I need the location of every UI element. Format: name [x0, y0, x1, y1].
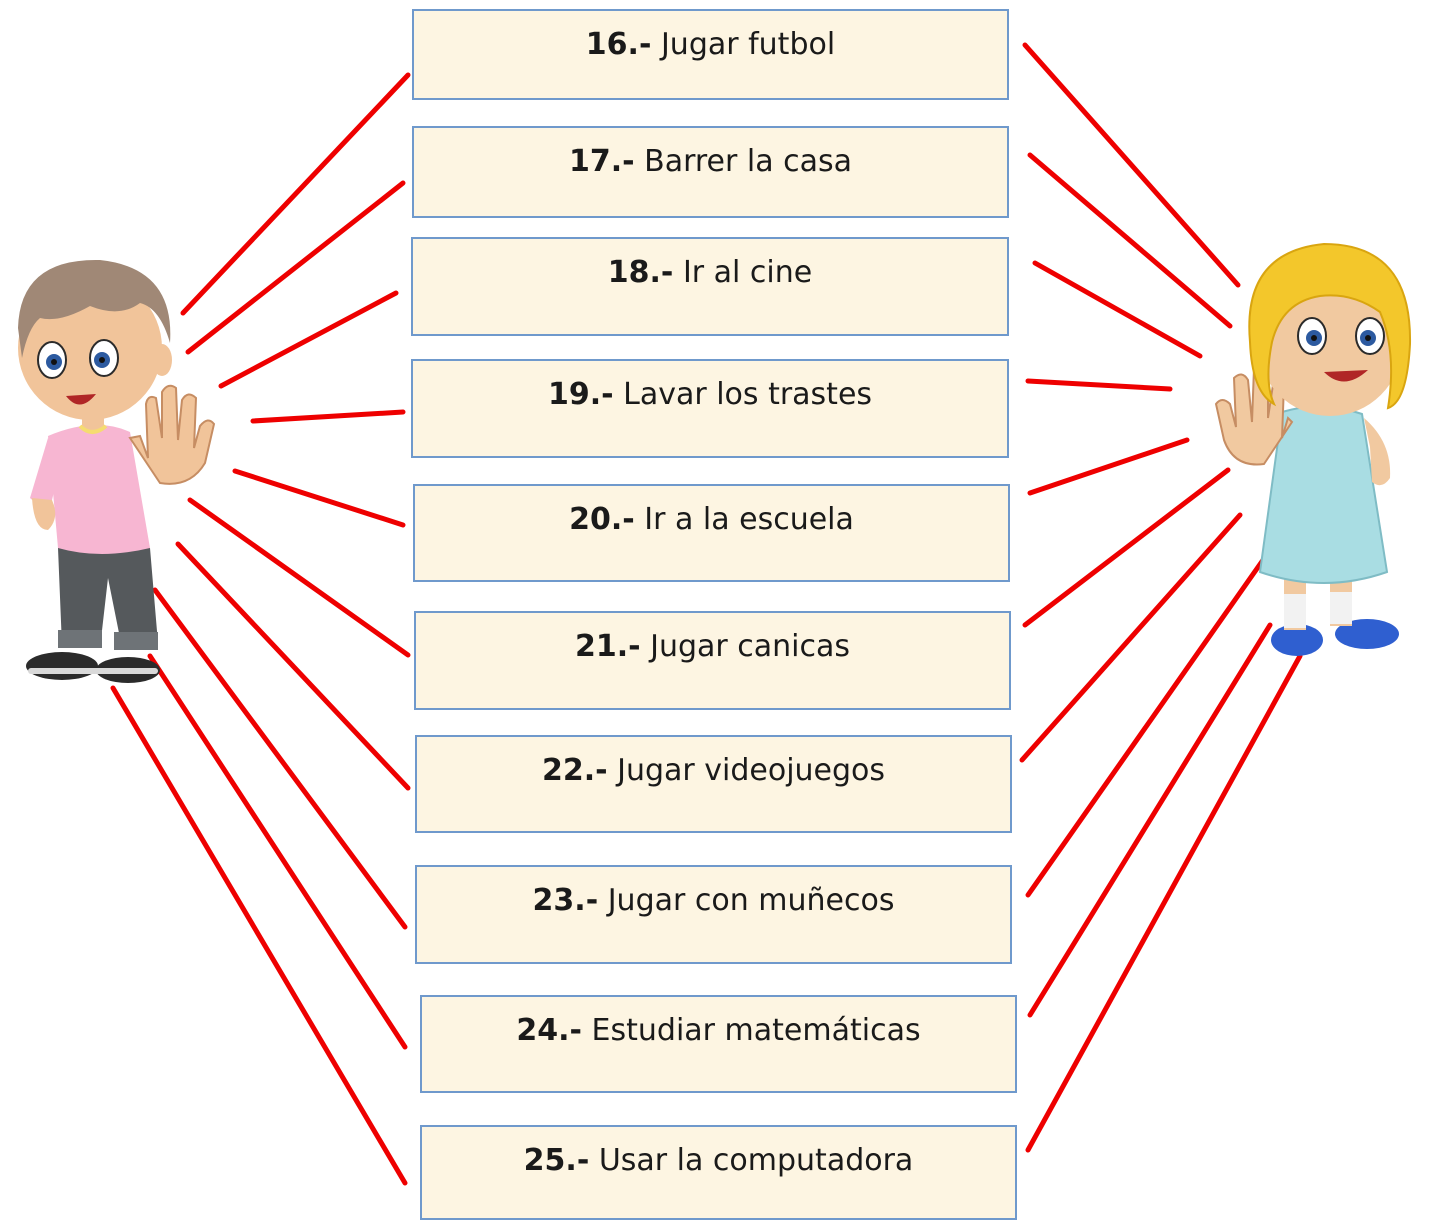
connector-line [1019, 512, 1243, 763]
activity-label: Jugar videojuegos [617, 753, 886, 788]
activity-label: Jugar futbol [660, 27, 836, 62]
activity-number: 23.- [532, 883, 599, 918]
activity-box-16: 16.- Jugar futbol [412, 9, 1009, 100]
activity-number: 20.- [569, 502, 635, 537]
activity-number: 22.- [541, 753, 608, 788]
activity-label: Jugar con muñecos [607, 883, 895, 918]
activity-number: 16.- [585, 27, 652, 62]
activity-box-24: 24.- Estudiar matemáticas [420, 995, 1017, 1093]
connector-line [185, 180, 406, 355]
activity-box-19: 19.- Lavar los trastes [411, 359, 1009, 458]
connector-line [180, 72, 411, 316]
connector-line [175, 541, 411, 791]
activity-label: Usar la computadora [598, 1143, 914, 1178]
girl-waving-illustration-icon [1214, 242, 1412, 656]
connector-line [1027, 437, 1190, 496]
activity-label: Jugar canicas [650, 629, 851, 664]
connector-line [1027, 622, 1273, 1018]
connector-line [1022, 467, 1231, 628]
activity-box-21: 21.- Jugar canicas [414, 611, 1011, 710]
activity-number: 24.- [516, 1013, 582, 1048]
activity-box-17: 17.- Barrer la casa [412, 126, 1009, 218]
connector-line [1032, 260, 1203, 359]
activity-label: Ir a la escuela [644, 502, 854, 537]
activity-number: 21.- [574, 629, 641, 664]
connector-line [1025, 557, 1266, 898]
activity-box-20: 20.- Ir a la escuela [413, 484, 1010, 582]
connector-line [250, 409, 406, 424]
connector-line [232, 468, 406, 528]
activity-number: 25.- [523, 1143, 590, 1178]
activity-label: Lavar los trastes [623, 377, 873, 412]
connector-line [147, 653, 408, 1050]
activity-box-22: 22.- Jugar videojuegos [415, 735, 1012, 833]
connector-line [1027, 152, 1233, 329]
activity-box-23: 23.- Jugar con muñecos [415, 865, 1012, 964]
connector-line [152, 587, 408, 930]
activity-label: Estudiar matemáticas [591, 1013, 921, 1048]
activity-label: Ir al cine [682, 255, 813, 290]
activity-box-25: 25.- Usar la computadora [420, 1125, 1017, 1220]
connector-line [1025, 653, 1303, 1153]
connector-line [218, 290, 399, 389]
connector-line [1022, 42, 1241, 288]
connector-line [110, 685, 408, 1186]
activity-number: 18.- [607, 255, 674, 290]
activity-number: 17.- [568, 144, 635, 179]
boy-waving-illustration-icon [18, 259, 216, 683]
activity-box-18: 18.- Ir al cine [411, 237, 1009, 336]
connector-line [187, 497, 411, 658]
connector-line [1025, 378, 1173, 392]
activity-label: Barrer la casa [644, 144, 853, 179]
activity-number: 19.- [547, 377, 614, 412]
